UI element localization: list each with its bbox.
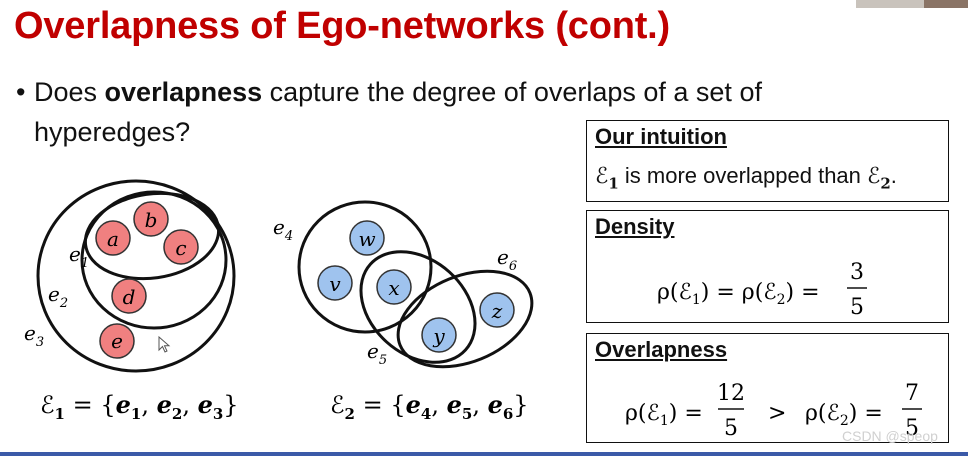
bottom-rule	[0, 452, 968, 456]
bullet-question: • Does overlapness capture the degree of …	[16, 72, 876, 152]
diagram-left: a b c d e e1 e2 e3 ℰ1 = {e1, e2, e3}	[24, 179, 239, 423]
hyperedge-e2	[80, 190, 228, 330]
overlapness-box: Overlapness ρ(ℰ1) = 12 5 > ρ(ℰ2) = 7 5	[586, 333, 949, 443]
watermark: CSDN @speop	[842, 428, 938, 444]
hyperedge-e1	[83, 191, 221, 281]
node-x: x	[376, 269, 412, 305]
edge-label-e2: e2	[48, 282, 68, 311]
greater-than-sign: >	[768, 401, 786, 426]
node-w-label: w	[358, 227, 375, 251]
node-z-label: z	[491, 299, 503, 323]
node-d-label: d	[123, 285, 136, 309]
svg-text:ρ(ℰ1) = ρ(ℰ2) =: ρ(ℰ1) = ρ(ℰ2) =	[657, 280, 820, 308]
mouse-cursor-icon	[158, 336, 171, 353]
diagram-right: w v x y z e4 e5 e6 ℰ2 = {e4, e5, e6}	[273, 200, 534, 423]
overlapness-denominator-2: 5	[905, 416, 919, 441]
intuition-text: ℰ1 is more overlapped than ℰ2.	[595, 163, 897, 193]
edge-label-e1: e1	[69, 242, 89, 271]
overlapness-formula: ρ(ℰ1) = 12 5 > ρ(ℰ2) = 7 5	[625, 381, 922, 441]
bullet-bold-term: overlapness	[104, 77, 263, 107]
hyperedge-e3	[36, 179, 236, 373]
density-box: Density ρ(ℰ1) = ρ(ℰ2) = 3 5	[586, 210, 949, 323]
bullet-dot: •	[16, 77, 26, 107]
corner-image	[856, 0, 968, 8]
set-e1-formula: ℰ1 = {e1, e2, e3}	[40, 390, 239, 423]
svg-text:ρ(ℰ2) =: ρ(ℰ2) =	[805, 401, 883, 429]
node-c-label: c	[175, 236, 186, 260]
edge-label-e6: e6	[497, 245, 517, 274]
node-y-label: y	[432, 324, 445, 348]
node-w: w	[349, 220, 385, 256]
node-d: d	[111, 278, 147, 314]
set-e2-formula: ℰ2 = {e4, e5, e6}	[330, 390, 529, 423]
node-a: a	[95, 220, 131, 256]
intuition-heading: Our intuition	[595, 124, 727, 149]
overlapness-numerator-2: 7	[905, 381, 919, 406]
overlapness-numerator-1: 12	[717, 381, 745, 406]
node-x-label: x	[388, 276, 399, 300]
node-c: c	[163, 229, 199, 265]
density-heading: Density	[595, 214, 675, 239]
corner-image-dark	[924, 0, 968, 8]
density-formula: ρ(ℰ1) = ρ(ℰ2) = 3 5	[657, 260, 867, 320]
node-z: z	[479, 292, 515, 328]
node-b: b	[133, 201, 169, 237]
node-v: v	[317, 265, 353, 301]
edge-label-e3: e3	[24, 321, 44, 350]
svg-text:ρ(ℰ1) =: ρ(ℰ1) =	[625, 401, 703, 429]
intuition-box: Our intuition ℰ1 is more overlapped than…	[586, 120, 949, 202]
edge-label-e4: e4	[273, 215, 293, 244]
node-a-label: a	[107, 227, 119, 251]
density-denominator: 5	[850, 295, 864, 320]
density-numerator: 3	[850, 260, 864, 285]
node-b-label: b	[145, 208, 158, 232]
edge-label-e5: e5	[367, 339, 387, 368]
slide-title: Overlapness of Ego-networks (cont.)	[14, 5, 670, 47]
hyperedge-e6	[396, 269, 534, 369]
bullet-line2: hyperedges?	[34, 117, 191, 147]
node-e-label: e	[111, 329, 123, 353]
bullet-prefix: Does	[34, 77, 105, 107]
overlapness-heading: Overlapness	[595, 337, 728, 362]
hyperedge-e5	[359, 250, 477, 364]
node-y: y	[421, 317, 457, 353]
node-e: e	[99, 323, 135, 359]
node-v-label: v	[329, 272, 341, 296]
overlapness-denominator-1: 5	[724, 416, 738, 441]
hyperedge-e4	[297, 200, 433, 334]
bullet-rest: capture the degree of overlaps of a set …	[262, 77, 762, 107]
